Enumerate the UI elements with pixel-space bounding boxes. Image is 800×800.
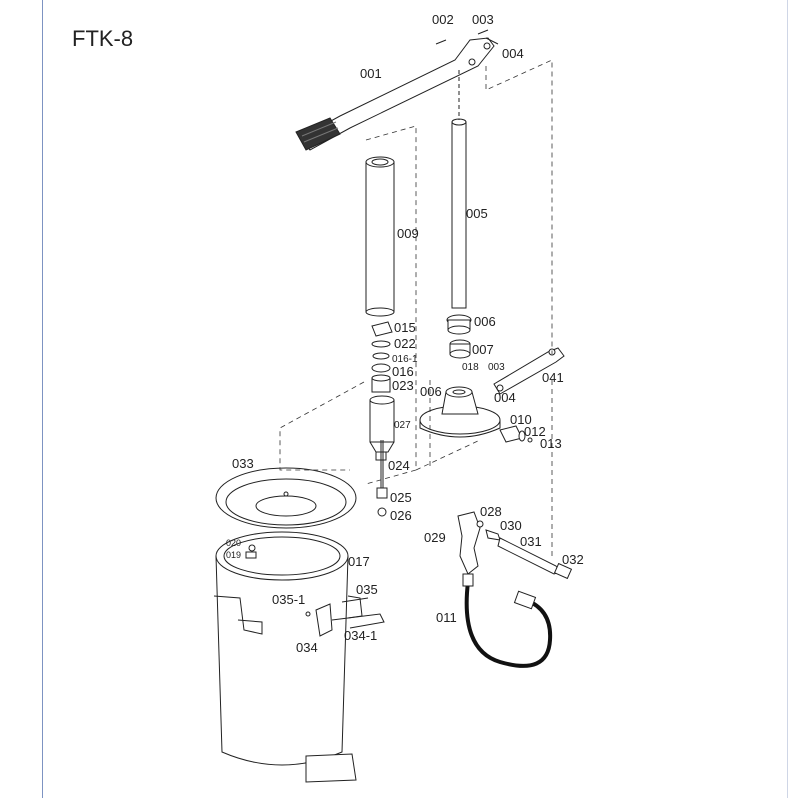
label-010: 010 [510,412,532,427]
label-013: 013 [540,436,562,451]
seal-stack-parts [371,321,393,393]
label-015: 015 [394,320,416,335]
label-017: 017 [348,554,370,569]
label-026: 026 [390,508,412,523]
cylinder-part [365,156,395,317]
label-006: 006 [474,314,496,329]
label-032: 032 [562,552,584,567]
label-023: 023 [392,378,414,393]
label-006-b: 006 [420,384,442,399]
label-004: 004 [502,46,524,61]
pump-body-part [369,395,395,461]
grease-gun-part [457,511,573,580]
label-035: 035 [356,582,378,597]
label-022: 022 [394,336,416,351]
label-030: 030 [500,518,522,533]
label-002: 002 [432,12,454,27]
diagram-frame [42,0,788,798]
label-028: 028 [480,504,502,519]
latch-parts [305,597,385,637]
hose-part [462,573,553,668]
label-009: 009 [397,226,419,241]
label-031: 031 [520,534,542,549]
label-012: 012 [524,424,546,439]
label-001: 001 [360,66,382,81]
label-016-1: 016-1 [392,354,418,365]
label-034: 034 [296,640,318,655]
diagram-title: FTK-8 [72,26,134,51]
plunger-rod-part [451,70,467,309]
handle-part [295,29,499,151]
label-041: 041 [542,370,564,385]
link-arm-part [493,347,565,395]
pump-base-part [419,386,501,438]
label-003: 003 [472,12,494,27]
label-018: 018 [462,362,479,373]
label-004-b: 004 [494,390,516,405]
label-011: 011 [436,610,457,625]
part-number-labels: 001 002 003 004 005 009 006 007 015 022 … [226,12,584,655]
label-033: 033 [232,456,254,471]
label-029: 029 [424,530,446,545]
label-003-b: 003 [488,362,505,373]
suction-rod-part [376,440,388,517]
label-027: 027 [394,420,411,431]
label-034-1: 034-1 [344,628,377,643]
label-025: 025 [390,490,412,505]
label-024: 024 [388,458,410,473]
follower-plate-part [215,467,357,529]
assembly-guide-lines [279,59,553,560]
outlet-valve-parts [499,425,533,443]
label-020: 020 [226,538,241,548]
label-007: 007 [472,342,494,357]
label-016: 016 [392,364,414,379]
label-019: 019 [226,550,241,560]
label-035-1: 035-1 [272,592,305,607]
grease-tank-part [213,531,363,783]
label-005: 005 [466,206,488,221]
packing-nut-parts [446,314,472,359]
